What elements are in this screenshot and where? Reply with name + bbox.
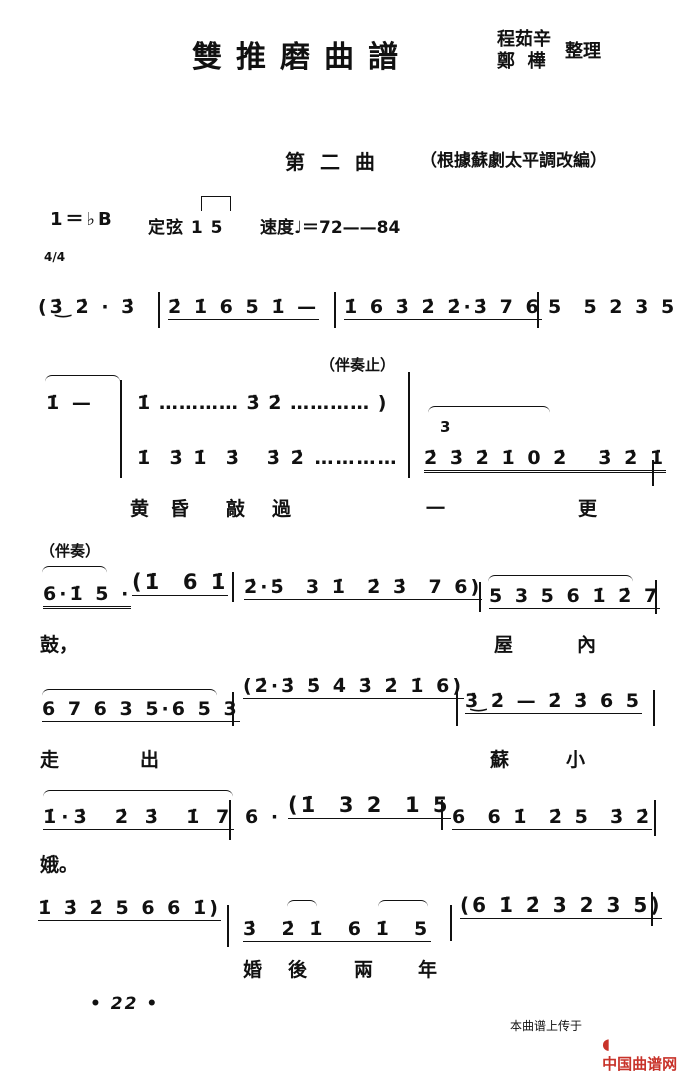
measure: 1̇ 6 3̇ 2̇ 2̇·3̇ 7 6 <box>344 296 542 320</box>
barline <box>441 800 443 830</box>
measure: 5 5 2 3 5 <box>548 296 678 318</box>
measure: 2̇ 1̇ 6 5 1̇ — <box>168 296 320 320</box>
measure-upper: 1̇ ………… 3̇ 2̇ ………… ) <box>137 392 388 414</box>
measure: (3̇͜ 2̇ · 3̇ <box>38 296 138 318</box>
barline <box>651 892 653 926</box>
lyric: 更 <box>578 498 598 520</box>
measure: 3̇ 2̇ 1̇ 6 1̇ 5 <box>243 918 432 942</box>
measure: 6·1̇ 5 · <box>43 583 132 609</box>
barline <box>450 905 452 941</box>
barline <box>158 292 160 328</box>
barline <box>655 580 657 614</box>
lyric: 年 <box>418 959 438 981</box>
tuning: 定弦 1 5 <box>148 218 224 238</box>
slur <box>43 790 233 797</box>
slur <box>45 375 120 382</box>
measure: 2̇ 3̇ 2̇ 1̇ 0 2̇ 3̇ 2̇ 1̇ <box>424 447 667 473</box>
measure: 6 6 1̇ 2̇ 5 3̇ 2̇ <box>452 806 653 830</box>
triplet-mark: 3 <box>440 418 451 436</box>
logo-icon: ◖ <box>602 1035 611 1053</box>
barline <box>227 905 229 947</box>
tuning-bracket <box>201 196 231 211</box>
measure: 1̇ 3̇ 2̇ 5 6 6 1̇) <box>38 897 221 921</box>
measure: (1̇ 3 2 1 5 <box>288 793 451 819</box>
slur <box>488 575 633 582</box>
measure: 1̇ — <box>46 392 94 414</box>
watermark-text: 本曲谱上传于 <box>510 1019 583 1033</box>
tempo: 速度♩＝72——84 <box>260 218 401 238</box>
measure: 2̇·5̇ 3 1̇ 2̇ 3̇ 7 6) <box>244 576 483 600</box>
key-signature: 1＝♭B <box>50 209 115 230</box>
lyric: 黄 <box>130 498 150 520</box>
lyric: 婚 <box>243 959 263 981</box>
lyric: 走 <box>40 749 60 771</box>
lyric: 一 <box>426 498 446 520</box>
measure: (2̇·3̇ 5̇ 4̇ 3̇ 2̇ 1̇ 6) <box>243 675 465 699</box>
lyric: 敲 <box>226 498 246 520</box>
barline <box>120 380 122 478</box>
lyric: 昏 <box>170 498 190 520</box>
section-note: （根據蘇劇太平調改編） <box>420 151 607 171</box>
barline <box>229 800 231 840</box>
arranger-role: 整理 <box>565 41 601 62</box>
barline <box>537 292 539 328</box>
measure: 6 · <box>245 806 282 828</box>
measure: (6 1̇ 2̇ 3 2 3 5) <box>460 893 663 919</box>
measure: (1̇ 6 1̇ <box>132 570 229 596</box>
barline <box>653 690 655 726</box>
barline <box>334 292 336 328</box>
arranger-1: 程茹辛 <box>497 29 551 50</box>
lyric: 兩 <box>354 959 374 981</box>
barline <box>232 692 234 726</box>
lyric: 鼓， <box>40 634 79 656</box>
measure: 6 7 6 3 5·6 5 3 <box>42 698 240 722</box>
slur <box>42 566 107 573</box>
lyric: 娥。 <box>40 854 79 876</box>
lyric: 後 <box>288 959 308 981</box>
slur <box>42 689 217 696</box>
lyric: 小 <box>566 749 586 771</box>
arranger-2: 鄭 樺 <box>497 51 546 72</box>
measure: 1̇·3̇ 2̇ 3̇ 1̇ 7 <box>43 806 235 830</box>
barline <box>654 800 656 836</box>
logo-text: 中国曲谱网 <box>602 1055 678 1073</box>
barline <box>652 460 654 486</box>
accompaniment-stop-note: （伴奏止） <box>320 356 396 374</box>
lyric: 出 <box>140 749 160 771</box>
barline <box>456 692 458 726</box>
slur <box>378 900 428 907</box>
accompaniment-note: （伴奏） <box>40 542 101 560</box>
barline <box>408 372 410 478</box>
lyric: 過 <box>272 498 292 520</box>
lyric: 內 <box>577 634 597 656</box>
lyric: 屋 <box>494 634 514 656</box>
barline <box>479 582 481 612</box>
measure: 5 3 5 6 1̇ 2̇ 7 <box>489 585 661 609</box>
barline <box>232 572 234 602</box>
lyric: 蘇 <box>490 749 510 771</box>
time-signature: 4/4 <box>44 250 66 264</box>
slur <box>428 406 550 413</box>
measure: 3̇͜ 2̇ — 2̇ 3̇ 6 5 <box>465 690 643 714</box>
measure-lower: 1̇ 3̇ 1̇ 3̇ 3̇ 2̇ ………… <box>137 447 399 469</box>
score-title: 雙推磨曲譜 <box>192 40 412 75</box>
slur <box>287 900 317 907</box>
page-number: • 22 • <box>90 994 160 1014</box>
section-name: 第 二 曲 <box>285 150 379 174</box>
site-logo[interactable]: ◖ 中国曲谱网 <box>592 1015 677 1074</box>
